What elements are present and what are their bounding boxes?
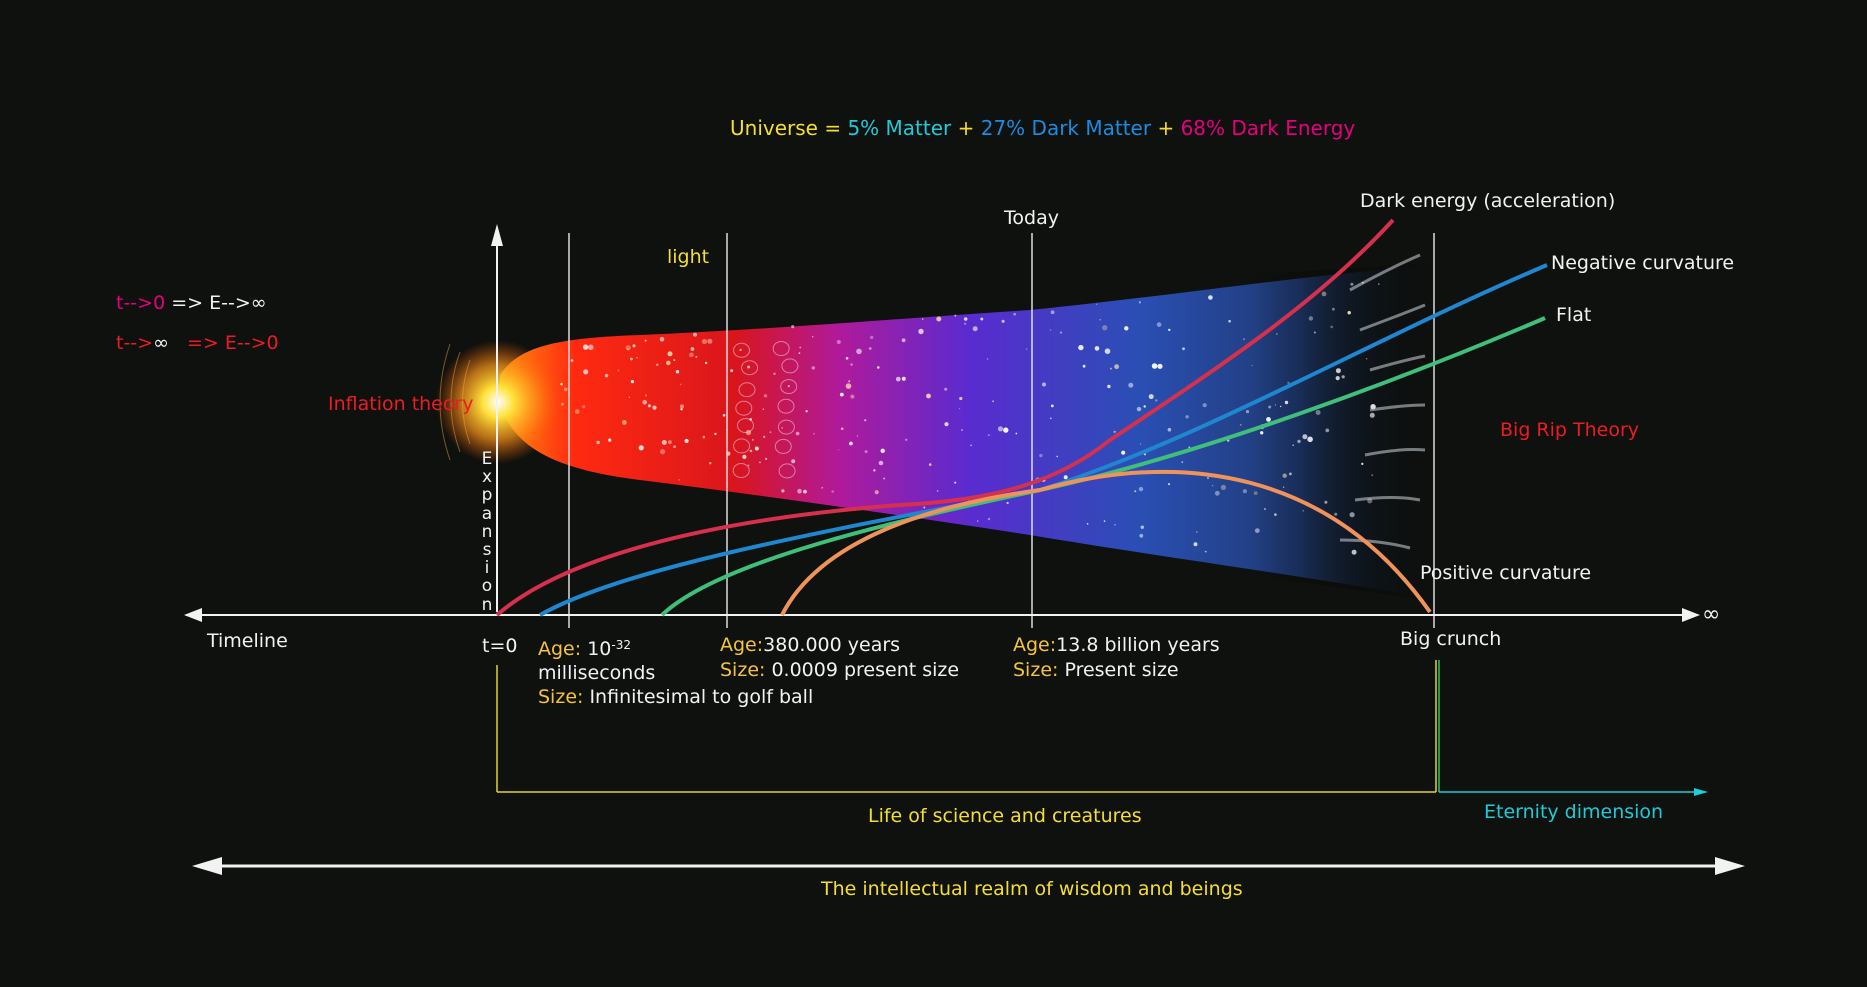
universe-cone — [500, 265, 1440, 600]
infinity-symbol: ∞ — [250, 292, 267, 314]
universe-label: Universe = — [730, 116, 842, 140]
life-label: Life of science and creatures — [868, 805, 1142, 827]
age-value: 13.8 billion years — [1056, 634, 1220, 656]
matter-share: 5% Matter — [847, 116, 952, 140]
formula-t-zero: t-->0 => E-->∞ — [116, 292, 267, 316]
light-label: light — [667, 246, 710, 268]
timeline-label: Timeline — [207, 630, 288, 652]
infinity-end-label: ∞ — [1702, 602, 1721, 627]
negative-curvature-label: Negative curvature — [1551, 252, 1735, 274]
dark-energy-label: Dark energy (acceleration) — [1360, 190, 1616, 212]
eternity-label: Eternity dimension — [1484, 801, 1664, 823]
composition-title: Universe = 5% Matter + 27% Dark Matter +… — [730, 116, 1355, 141]
formula-t-zero-right: => E--> — [171, 292, 251, 314]
epoch-today-info: Age:13.8 billion years Size: Present siz… — [1013, 633, 1220, 683]
age-key: Age: — [538, 638, 582, 660]
t-zero-label: t=0 — [482, 635, 518, 657]
positive-curvature-curve — [780, 469, 1432, 616]
formula-t-infinity-left: t--> — [116, 332, 154, 354]
formula-t-infinity-right: => E-->0 — [186, 332, 279, 354]
size-value: Present size — [1064, 659, 1179, 681]
age-value: 10 — [587, 638, 612, 660]
age-value: 380.000 years — [763, 634, 901, 656]
epoch-inflation-info: Age: 10-32 milliseconds Size: Infinitesi… — [538, 637, 813, 709]
size-value: 0.0009 present size — [771, 659, 960, 681]
size-key: Size: — [720, 659, 766, 681]
realm-label: The intellectual realm of wisdom and bei… — [821, 878, 1243, 900]
big-rip-label: Big Rip Theory — [1500, 419, 1640, 441]
dark-energy-share: 68% Dark Energy — [1180, 116, 1356, 140]
epoch-light-info: Age:380.000 years Size: 0.0009 present s… — [720, 633, 959, 683]
dark-matter-share: 27% Dark Matter — [980, 116, 1152, 140]
infinity-symbol: ∞ — [153, 332, 169, 354]
today-label: Today — [1004, 207, 1059, 229]
formula-t-zero-left: t-->0 — [116, 292, 166, 314]
expansion-flow-arrows — [1339, 253, 1426, 550]
plus-sign: + — [957, 116, 975, 140]
galaxy-field — [560, 281, 1380, 555]
dark-energy-curve — [495, 218, 1395, 617]
age-key: Age: — [720, 634, 764, 656]
age-unit: milliseconds — [538, 662, 656, 684]
size-key: Size: — [1013, 659, 1059, 681]
formula-t-infinity: t-->∞ => E-->0 — [116, 332, 279, 356]
positive-curvature-label: Positive curvature — [1420, 562, 1592, 584]
age-exponent: -32 — [611, 638, 631, 652]
flat-label: Flat — [1556, 304, 1592, 326]
size-value: Infinitesimal to golf ball — [589, 686, 814, 708]
inflation-theory-label: Inflation theory — [328, 393, 474, 415]
big-crunch-label: Big crunch — [1400, 628, 1502, 650]
plus-sign: + — [1157, 116, 1175, 140]
age-key: Age: — [1013, 634, 1057, 656]
size-key: Size: — [538, 686, 584, 708]
